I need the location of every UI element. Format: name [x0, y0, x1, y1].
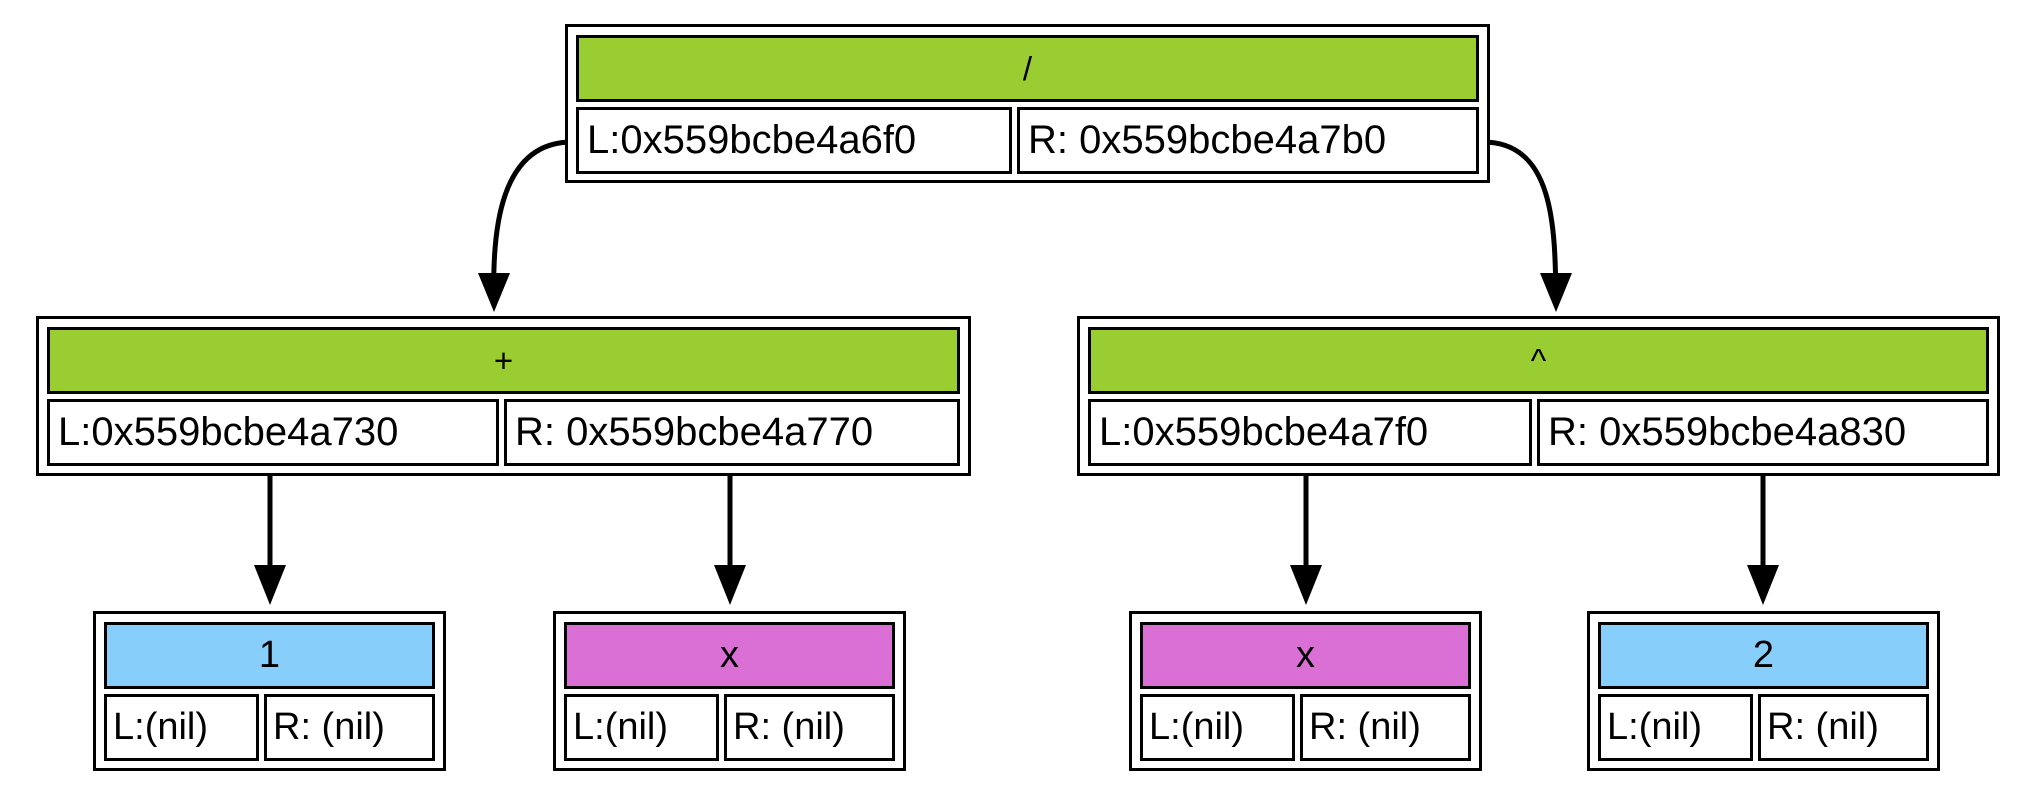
- right-pointer-cell: R: (nil): [264, 694, 435, 761]
- tree-node-pow: ^ L:0x559bcbe4a7f0 R: 0x559bcbe4a830: [1077, 316, 2000, 476]
- node-label: 2: [1598, 622, 1929, 689]
- left-pointer-cell: L:(nil): [1140, 694, 1295, 761]
- arrowhead-one: [254, 565, 286, 605]
- tree-node-one: 1 L:(nil) R: (nil): [93, 611, 446, 771]
- edge-root-to-pow: [1482, 139, 1559, 301]
- left-pointer-cell: L:0x559bcbe4a7f0: [1088, 399, 1532, 466]
- right-pointer-cell: R: 0x559bcbe4a770: [504, 399, 960, 466]
- left-pointer-cell: L:0x559bcbe4a6f0: [576, 107, 1012, 174]
- right-pointer-cell: R: (nil): [1300, 694, 1471, 761]
- right-pointer-cell: R: (nil): [724, 694, 895, 761]
- node-label: 1: [104, 622, 435, 689]
- edge-root-to-plus: [491, 139, 573, 301]
- arrowhead-two: [1747, 565, 1779, 605]
- arrowhead-x1: [714, 565, 746, 605]
- arrowhead-pow: [1540, 273, 1572, 312]
- node-label: x: [564, 622, 895, 689]
- node-label: +: [47, 327, 960, 394]
- tree-node-plus: + L:0x559bcbe4a730 R: 0x559bcbe4a770: [36, 316, 971, 476]
- arrowhead-x2: [1290, 565, 1322, 605]
- right-pointer-cell: R: 0x559bcbe4a830: [1537, 399, 1989, 466]
- right-pointer-cell: R: 0x559bcbe4a7b0: [1017, 107, 1479, 174]
- arrowhead-plus: [478, 273, 510, 312]
- left-pointer-cell: L:(nil): [1598, 694, 1753, 761]
- tree-node-root: / L:0x559bcbe4a6f0 R: 0x559bcbe4a7b0: [565, 24, 1490, 183]
- left-pointer-cell: L:(nil): [564, 694, 719, 761]
- tree-node-two: 2 L:(nil) R: (nil): [1587, 611, 1940, 771]
- node-label: x: [1140, 622, 1471, 689]
- node-label: ^: [1088, 327, 1989, 394]
- tree-node-x1: x L:(nil) R: (nil): [553, 611, 906, 771]
- node-label: /: [576, 35, 1479, 102]
- left-pointer-cell: L:(nil): [104, 694, 259, 761]
- tree-node-x2: x L:(nil) R: (nil): [1129, 611, 1482, 771]
- right-pointer-cell: R: (nil): [1758, 694, 1929, 761]
- left-pointer-cell: L:0x559bcbe4a730: [47, 399, 499, 466]
